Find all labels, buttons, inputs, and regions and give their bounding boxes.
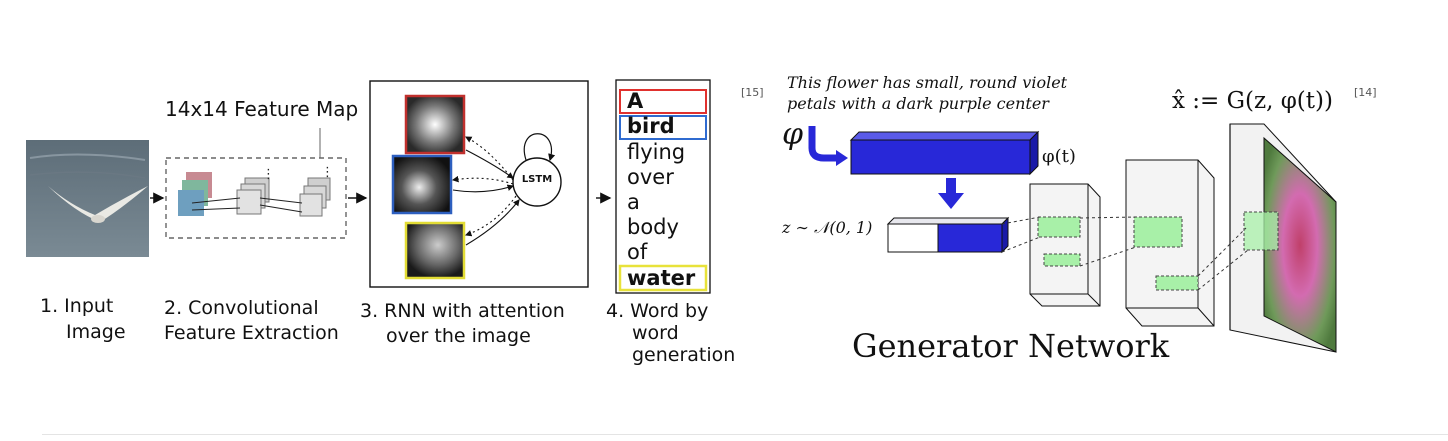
word-box <box>615 79 711 294</box>
lstm-loop <box>523 133 556 162</box>
svg-text:⋮: ⋮ <box>321 165 334 180</box>
step-1-line-2: Image <box>66 321 126 343</box>
word-a-2: a <box>627 190 640 214</box>
phi-t-label: φ(t) <box>1042 146 1076 167</box>
attention-map-1 <box>404 94 466 155</box>
word-flying: flying <box>627 140 686 164</box>
phi-arrowhead <box>836 150 848 166</box>
generator-output <box>1229 123 1337 353</box>
word-highlight-water <box>618 264 708 292</box>
conv-box <box>165 157 347 239</box>
generator-layer-1 <box>1029 183 1101 307</box>
attention-map-2 <box>391 154 453 215</box>
word-water: water <box>627 266 696 290</box>
generator-layer-2 <box>1125 159 1215 327</box>
word-bird: bird <box>627 114 675 138</box>
step-4-line-2: word <box>632 322 679 344</box>
word-highlight-a <box>619 89 707 114</box>
attention-arrows <box>451 136 520 246</box>
generator-title: Generator Network <box>852 327 1170 365</box>
receptive-field-lines <box>1001 216 1249 291</box>
phi-arrow <box>808 126 838 162</box>
step-2-line-2: Feature Extraction <box>164 322 339 344</box>
lstm-label: LSTM <box>521 174 553 185</box>
svg-text:⋮: ⋮ <box>262 167 275 182</box>
word-over: over <box>627 165 674 189</box>
down-arrow-shaft <box>946 178 956 194</box>
latent-bar <box>886 216 1010 254</box>
word-highlight-bird <box>619 115 707 140</box>
reference-14: [14] <box>1354 86 1377 99</box>
caption-line-2: petals with a dark purple center <box>787 94 1049 113</box>
divider <box>42 434 1448 435</box>
conv-layers: ⋮ ⋮ <box>178 165 334 217</box>
down-arrow-head <box>938 193 964 209</box>
step-3-line-2: over the image <box>386 325 531 347</box>
reference-15: [15] <box>741 86 764 99</box>
step-4-line-1: 4. Word by <box>606 300 709 322</box>
step-3-line-1: 3. RNN with attention <box>360 300 565 322</box>
embedding-bar <box>849 130 1040 176</box>
step-4-line-3: generation <box>632 344 736 366</box>
output-label: x̂ := G(z, φ(t)) <box>1172 88 1333 114</box>
word-body: body <box>627 215 679 239</box>
feature-map-label: 14x14 Feature Map <box>165 97 359 121</box>
z-label: z ∼ 𝒩(0, 1) <box>782 218 873 237</box>
attention-map-3 <box>404 221 466 280</box>
word-of: of <box>627 240 648 264</box>
lstm-node <box>512 157 562 207</box>
step-2-line-1: 2. Convolutional <box>164 297 319 319</box>
rnn-box <box>369 80 589 288</box>
phi-symbol: φ <box>782 117 804 152</box>
step-1-line-1: 1. Input <box>40 295 114 317</box>
input-image <box>26 140 149 257</box>
caption-line-1: This flower has small, round violet <box>787 73 1068 92</box>
word-a: A <box>627 89 644 113</box>
